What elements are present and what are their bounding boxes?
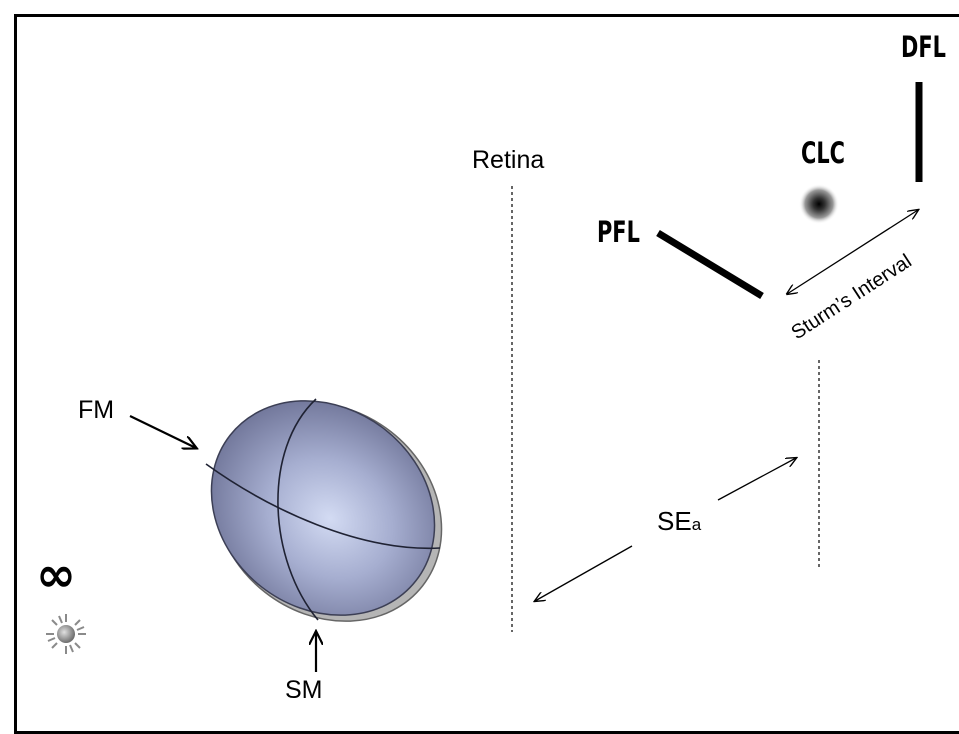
fm-arrow bbox=[129, 415, 196, 448]
diagram-graphics bbox=[46, 82, 923, 672]
sun-icon bbox=[46, 614, 86, 654]
dfl-label: DFL bbox=[901, 30, 946, 64]
toric-lens bbox=[205, 398, 443, 622]
clc-blur-spot bbox=[799, 184, 839, 224]
diagram-canvas: Retina DFL CLC PFL Sturm’s Interval FM S… bbox=[14, 14, 959, 734]
retina-label: Retina bbox=[472, 146, 545, 174]
infinity-icon: ∞ bbox=[36, 547, 76, 603]
se-label-main: SE bbox=[657, 506, 692, 536]
se-arrow-left bbox=[535, 545, 633, 601]
fm-label: FM bbox=[78, 396, 115, 424]
se-label-subscript: a bbox=[691, 515, 702, 534]
clc-label: CLC bbox=[801, 136, 845, 170]
se-label: SEa bbox=[657, 506, 701, 537]
se-arrow-right bbox=[717, 458, 796, 501]
pfl-label: PFL bbox=[597, 215, 640, 249]
sturm-interval-arrow bbox=[787, 210, 918, 294]
sm-label: SM bbox=[285, 676, 323, 704]
pfl-focal-line bbox=[656, 230, 764, 299]
